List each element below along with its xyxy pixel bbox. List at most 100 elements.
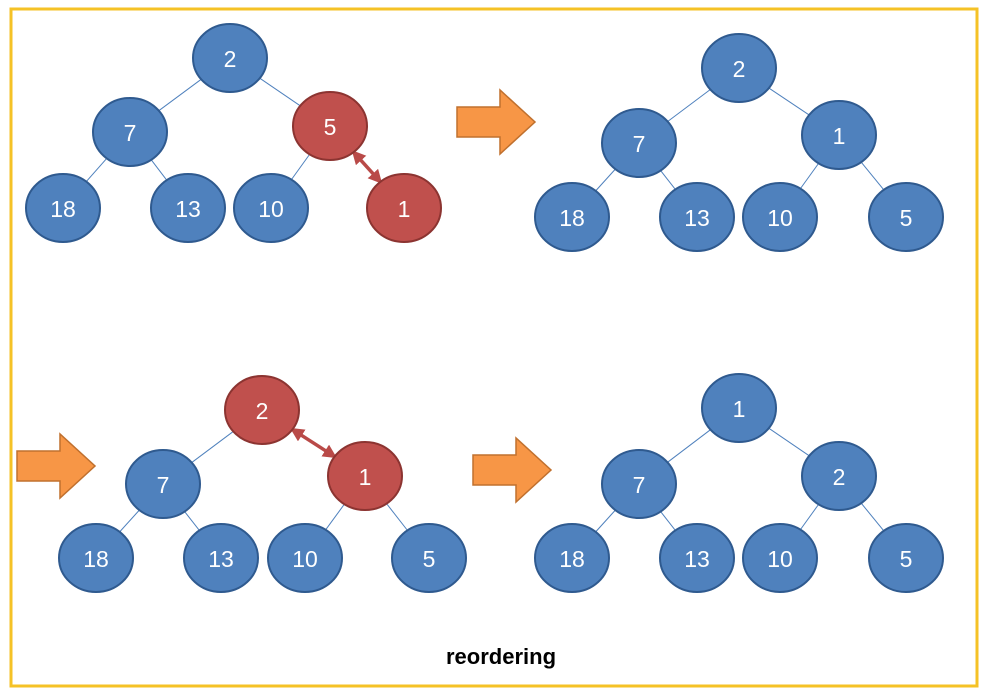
heap-node: 5	[868, 182, 944, 252]
node-label: 7	[157, 472, 170, 498]
node-label: 2	[256, 398, 269, 424]
node-label: 7	[633, 472, 646, 498]
node-label: 18	[559, 546, 585, 572]
node-label: 7	[633, 131, 646, 157]
tree-edge	[595, 509, 616, 533]
heap-node: 18	[25, 173, 101, 243]
heap-node: 7	[601, 449, 677, 519]
heap-node: 10	[742, 523, 818, 593]
node-circle	[233, 173, 309, 243]
heap-node-highlighted: 5	[292, 91, 368, 161]
tree-edge	[800, 163, 819, 189]
tree-edge	[386, 503, 408, 531]
node-circle	[192, 23, 268, 93]
node-label: 18	[83, 546, 109, 572]
tree-edge	[660, 170, 676, 190]
node-circle	[701, 373, 777, 443]
node-circle	[868, 523, 944, 593]
tree-edge	[667, 429, 711, 463]
tree-edge	[85, 158, 108, 182]
node-circle	[701, 33, 777, 103]
node-label: 18	[50, 196, 76, 222]
node-circle	[801, 441, 877, 511]
tree-edge	[150, 159, 168, 181]
node-circle	[224, 375, 300, 445]
tree-edge	[119, 509, 140, 533]
node-circle	[801, 100, 877, 170]
node-circle	[92, 97, 168, 167]
node-label: 13	[684, 205, 710, 231]
node-label: 10	[258, 196, 284, 222]
tree-edge	[860, 502, 885, 532]
tree-edge	[291, 154, 310, 180]
swap-arrows-layer	[289, 150, 383, 459]
node-circle	[868, 182, 944, 252]
tree-edge	[660, 511, 676, 531]
node-circle	[742, 523, 818, 593]
node-circle	[366, 173, 442, 243]
node-label: 5	[324, 114, 337, 140]
node-label: 13	[208, 546, 234, 572]
heap-node: 10	[742, 182, 818, 252]
tree-edge	[667, 89, 711, 122]
tree-edge	[158, 78, 202, 112]
step-arrow	[16, 432, 97, 500]
tree-edge	[768, 427, 810, 457]
node-label: 18	[559, 205, 585, 231]
heap-node: 18	[534, 523, 610, 593]
node-circle	[327, 441, 403, 511]
node-circle	[601, 449, 677, 519]
heap-node: 18	[534, 182, 610, 252]
node-label: 10	[292, 546, 318, 572]
node-circle	[183, 523, 259, 593]
heap-node: 7	[125, 449, 201, 519]
heap-node: 2	[701, 33, 777, 103]
node-circle	[58, 523, 134, 593]
node-label: 13	[684, 546, 710, 572]
node-circle	[267, 523, 343, 593]
node-circle	[534, 523, 610, 593]
node-circle	[659, 523, 735, 593]
tree-edge	[325, 503, 345, 531]
tree-edge	[184, 511, 200, 531]
node-label: 1	[359, 464, 372, 490]
heap-node-highlighted: 2	[224, 375, 300, 445]
node-label: 13	[175, 196, 201, 222]
edges-layer	[85, 77, 885, 533]
heap-node: 13	[659, 182, 735, 252]
heap-node: 13	[183, 523, 259, 593]
diagram-frame	[9, 7, 979, 688]
heap-node: 5	[391, 523, 467, 593]
node-circle	[659, 182, 735, 252]
node-label: 7	[124, 120, 137, 146]
node-label: 2	[733, 56, 746, 82]
node-circle	[534, 182, 610, 252]
node-circle	[292, 91, 368, 161]
tree-edge	[191, 431, 234, 463]
heap-node-highlighted: 1	[327, 441, 403, 511]
node-label: 10	[767, 546, 793, 572]
node-label: 5	[900, 205, 913, 231]
heap-node: 1	[801, 100, 877, 170]
node-label: 5	[900, 546, 913, 572]
heap-node: 18	[58, 523, 134, 593]
node-label: 1	[398, 196, 411, 222]
node-circle	[25, 173, 101, 243]
node-circle	[125, 449, 201, 519]
step-arrow	[472, 436, 553, 504]
swap-arrow	[351, 150, 383, 184]
heap-node: 7	[92, 97, 168, 167]
heap-node: 2	[192, 23, 268, 93]
node-label: 2	[224, 46, 237, 72]
heap-node: 2	[801, 441, 877, 511]
heap-node: 10	[233, 173, 309, 243]
tree-edge	[800, 504, 819, 530]
node-circle	[601, 108, 677, 178]
diagram-caption: reordering	[446, 644, 556, 669]
tree-edge	[768, 87, 810, 116]
heap-node: 1	[701, 373, 777, 443]
node-label: 2	[833, 464, 846, 490]
heap-node: 13	[150, 173, 226, 243]
